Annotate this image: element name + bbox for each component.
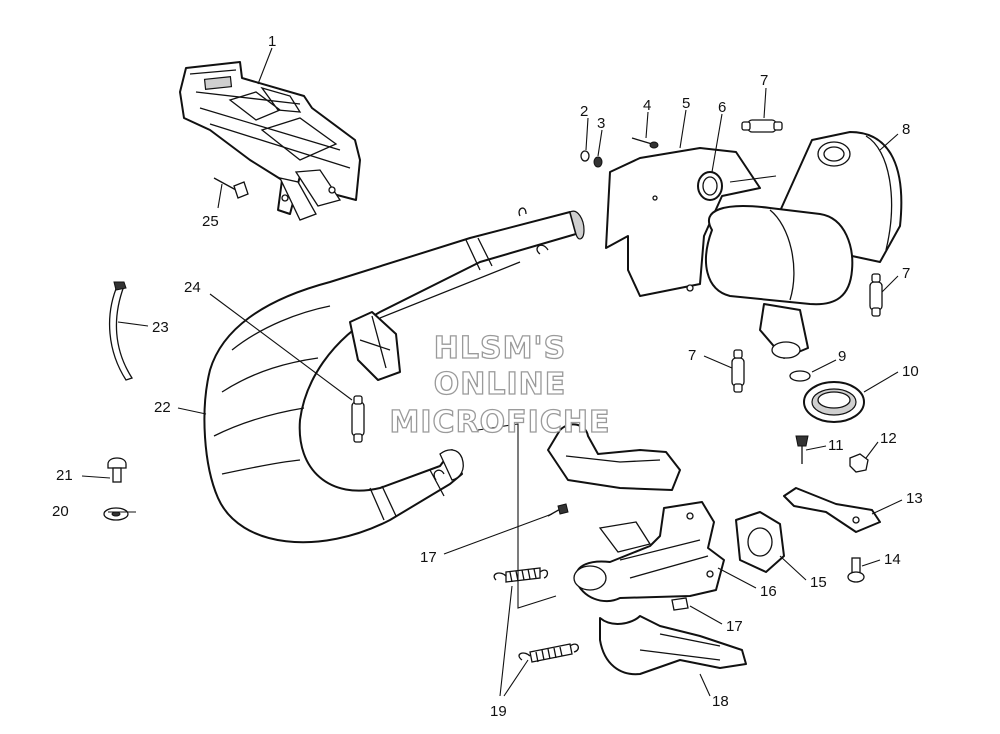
spring-pin-7-mid-part [731, 349, 745, 393]
callout-2: 2 [580, 103, 588, 120]
callout-8: 8 [902, 121, 910, 138]
bolt-4-part [631, 137, 659, 149]
callout-17-lower: 17 [726, 618, 743, 635]
seal-ring-part [803, 381, 865, 423]
spring-19-lower-part [518, 643, 579, 663]
lock-washer-3-part [593, 156, 603, 168]
callout-5: 5 [682, 95, 690, 112]
gasket-15-part [735, 511, 785, 573]
callout-6: 6 [718, 99, 726, 116]
stud-17-lower-part [671, 597, 689, 611]
bolt-14-part [847, 557, 865, 583]
callout-20: 20 [52, 503, 69, 520]
grommet-part [697, 171, 723, 201]
washer-2-part [580, 150, 590, 162]
nut-12-part [849, 453, 869, 473]
washer-20-part [103, 507, 129, 521]
callout-7-right: 7 [902, 265, 910, 282]
callout-4: 4 [643, 97, 651, 114]
assembly-lines [477, 175, 777, 609]
leader-lines [81, 47, 903, 697]
spring-pin-24-part [351, 395, 365, 443]
spring-pin-7-right-part [869, 273, 883, 317]
watermark-line3: MICROFICHE [390, 405, 611, 440]
strap-part [109, 281, 133, 381]
watermark-line2: ONLINE [434, 367, 567, 402]
spring-pin-7-top-part [741, 119, 783, 133]
callout-14: 14 [884, 551, 901, 568]
callout-labels: 1 2 3 4 5 6 7 8 7 7 9 10 11 12 13 14 15 … [52, 33, 923, 720]
callout-22: 22 [154, 399, 171, 416]
silencer-part [705, 131, 903, 359]
callout-25: 25 [202, 213, 219, 230]
expansion-chamber-part [203, 207, 585, 544]
callout-15: 15 [810, 574, 827, 591]
callout-7-mid: 7 [688, 347, 696, 364]
callout-3: 3 [597, 115, 605, 132]
callout-1: 1 [268, 33, 276, 50]
callout-10: 10 [902, 363, 919, 380]
callout-17-upper: 17 [420, 549, 437, 566]
bolt-21-part [107, 457, 127, 483]
watermark: HLSM'S ONLINE MICROFICHE [389, 330, 611, 440]
mount-bracket-part [179, 61, 361, 221]
washer-9-part [789, 370, 811, 382]
spring-19-upper-part [493, 567, 549, 583]
callout-13: 13 [906, 490, 923, 507]
watermark-line1: HLSM'S [434, 331, 566, 366]
manifold-part [547, 423, 725, 603]
bracket-13-part [783, 487, 881, 533]
stud-11-part [795, 435, 809, 464]
callout-9: 9 [838, 348, 846, 365]
callout-24: 24 [184, 279, 201, 296]
callout-18: 18 [712, 693, 729, 710]
callout-21: 21 [56, 467, 73, 484]
callout-19: 19 [490, 703, 507, 720]
callout-7-top: 7 [760, 72, 768, 89]
callout-11: 11 [828, 437, 844, 454]
callout-12: 12 [880, 430, 897, 447]
manifold-cover-part [599, 615, 747, 676]
callout-23: 23 [152, 319, 169, 336]
rivet-part [213, 177, 249, 199]
callout-16: 16 [760, 583, 777, 600]
